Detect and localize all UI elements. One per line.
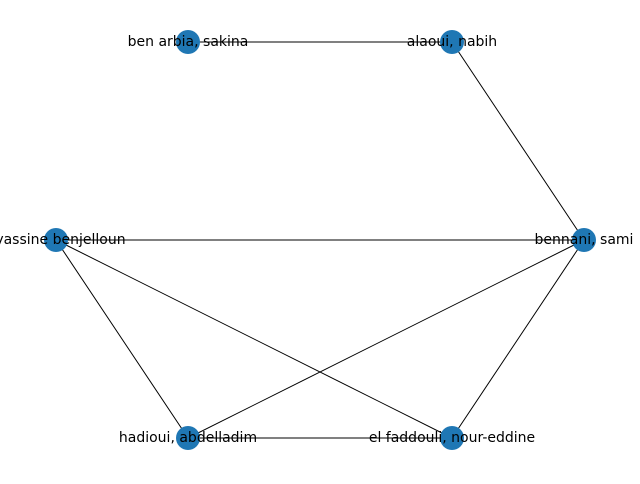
graph-node xyxy=(440,30,464,54)
node-label: alaoui, nabih xyxy=(407,34,497,50)
node-label: ben arbia, sakina xyxy=(128,34,249,50)
graph-node xyxy=(176,426,200,450)
graph-edge xyxy=(451,41,585,241)
nodes-layer xyxy=(44,30,596,450)
edges-layer xyxy=(55,41,585,439)
node-label: bennani, sami xyxy=(535,232,634,248)
node-label: el faddouli, nour-eddine xyxy=(369,430,535,446)
graph-edge xyxy=(187,239,585,439)
labels-layer: ben arbia, sakina alaoui, nabih , yassine … xyxy=(0,34,633,446)
graph-node xyxy=(440,426,464,450)
node-label: hadioui, abdelladim xyxy=(119,430,257,446)
graph-edge xyxy=(55,239,453,439)
graph-node xyxy=(176,30,200,54)
graph-node xyxy=(572,228,596,252)
graph-edge xyxy=(55,239,189,439)
node-label: , yassine benjelloun xyxy=(0,232,126,248)
graph-node xyxy=(44,228,68,252)
graph-edge xyxy=(451,239,585,439)
